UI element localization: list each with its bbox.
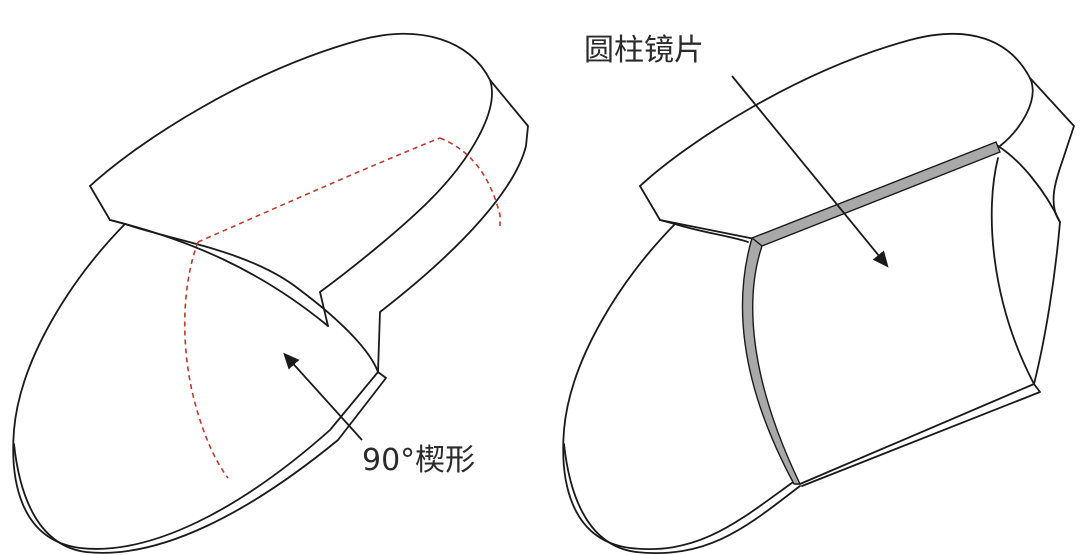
left-bottom-rim <box>13 371 387 554</box>
right-wedge-inner-edge <box>659 219 761 241</box>
right-wedge-face <box>674 223 749 243</box>
dashed-left-arc <box>183 241 229 479</box>
lens-panel-right <box>997 145 1061 385</box>
left-wedge-top-edge <box>89 185 126 225</box>
left-wedge-face-curve <box>124 223 379 373</box>
lens-top-strip <box>751 141 1001 247</box>
lens-panel-inner-right <box>990 157 1035 385</box>
left-top-rim <box>89 33 493 293</box>
dashed-right-arc <box>439 137 501 226</box>
right-bottom-rim <box>563 443 801 554</box>
wedge-arrow <box>283 352 363 441</box>
right-lower-body <box>562 223 797 550</box>
lens-left-strip <box>741 237 801 485</box>
wedge-label: 90°楔形 <box>362 443 476 478</box>
lens-panel-bottom <box>799 383 1041 487</box>
lens-label: 圆柱镜片 <box>584 33 704 68</box>
left-rear-wall <box>377 79 529 373</box>
left-figure <box>12 33 529 554</box>
lens-strips <box>741 141 1001 485</box>
right-top-rim <box>639 33 1034 187</box>
left-wedge-inner-edge <box>109 219 329 327</box>
left-dashed-guides <box>183 137 501 479</box>
right-rear-wall <box>1029 77 1075 223</box>
left-lower-body <box>12 223 379 550</box>
right-wedge-top-edge <box>639 185 676 225</box>
lens-arrow <box>731 75 889 268</box>
dashed-top-arc <box>197 137 441 243</box>
right-figure <box>562 33 1075 554</box>
